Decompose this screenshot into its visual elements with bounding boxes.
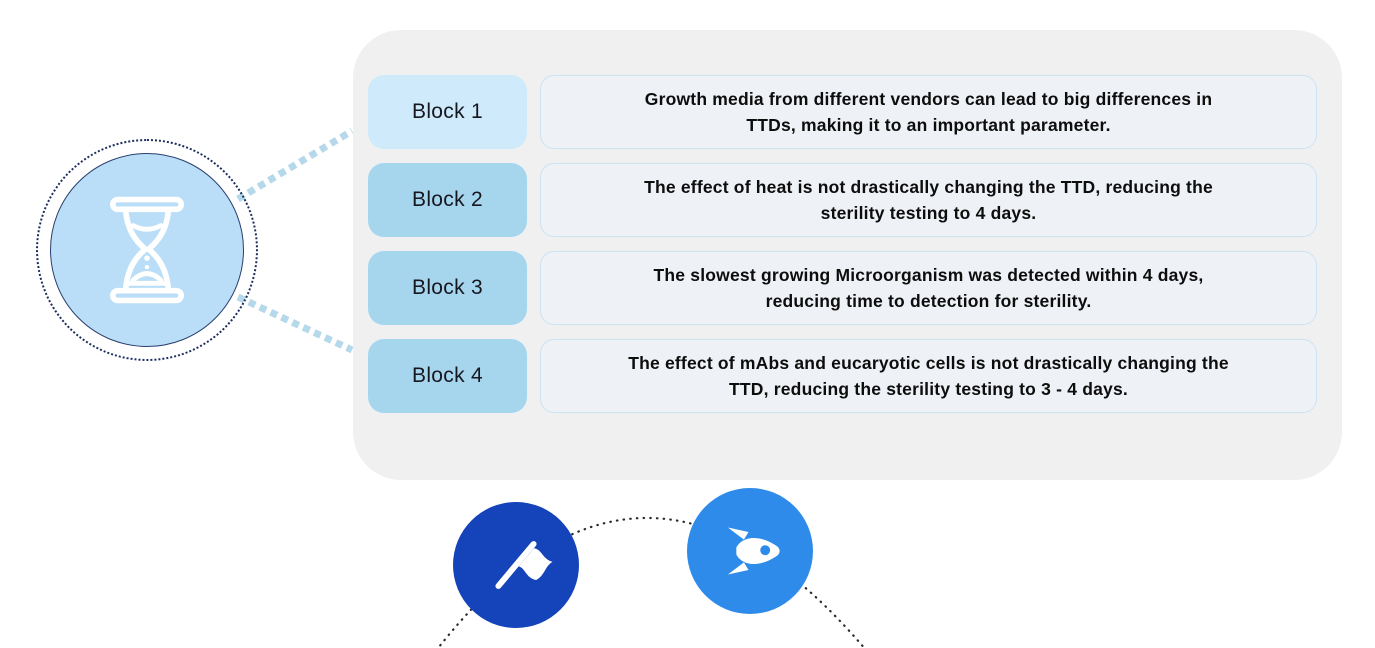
flag-circle (453, 502, 579, 628)
content-panel: Block 1 Growth media from different vend… (353, 30, 1342, 480)
connector-bottom (236, 293, 354, 354)
hourglass-icon (109, 196, 185, 304)
dotted-ring (36, 139, 258, 361)
row-block-4: Block 4 The effect of mAbs and eucaryoti… (368, 339, 1317, 413)
block-4-chip: Block 4 (368, 339, 527, 413)
block-1-chip: Block 1 (368, 75, 527, 149)
row-block-1: Block 1 Growth media from different vend… (368, 75, 1317, 149)
rocket-circle (687, 488, 813, 614)
row-block-2: Block 2 The effect of heat is not drasti… (368, 163, 1317, 237)
block-3-chip: Block 3 (368, 251, 527, 325)
block-2-textbox: The effect of heat is not drastically ch… (540, 163, 1317, 237)
connector-top (236, 127, 354, 203)
block-2-label: Block 2 (412, 188, 483, 211)
block-2-chip: Block 2 (368, 163, 527, 237)
hourglass-circle (50, 153, 244, 347)
block-1-label: Block 1 (412, 100, 483, 123)
block-4-label: Block 4 (412, 364, 483, 387)
block-1-textbox: Growth media from different vendors can … (540, 75, 1317, 149)
flag-icon (495, 541, 553, 589)
row-block-3: Block 3 The slowest growing Microorganis… (368, 251, 1317, 325)
block-4-textbox: The effect of mAbs and eucaryotic cells … (540, 339, 1317, 413)
rocket-icon (727, 527, 780, 575)
block-3-textbox: The slowest growing Microorganism was de… (540, 251, 1317, 325)
block-3-label: Block 3 (412, 276, 483, 299)
